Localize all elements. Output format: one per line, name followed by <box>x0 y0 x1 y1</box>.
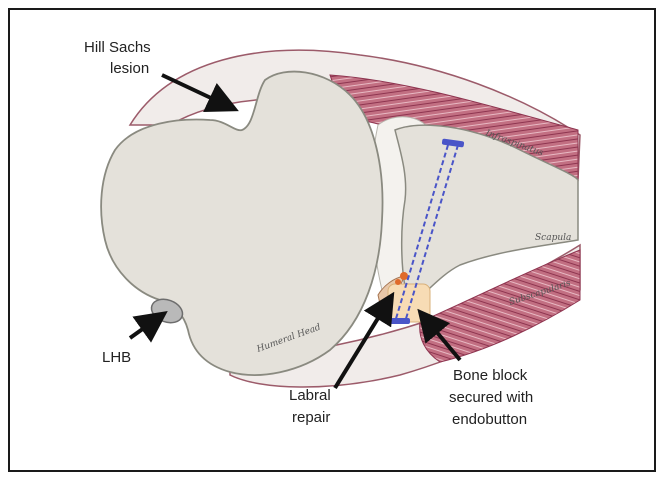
lhb-label: LHB <box>102 349 131 366</box>
subscapularis-muscle <box>419 249 581 363</box>
bone-block-label-line3: endobutton <box>452 411 527 428</box>
figure-frame <box>8 8 656 472</box>
endobutton-top <box>441 138 465 148</box>
bone-block-graft <box>387 283 431 323</box>
endobutton-bottom <box>390 318 410 324</box>
suture-anchor <box>400 272 408 280</box>
scapula-label: Scapula <box>535 233 571 243</box>
hill-sachs-label-line1: Hill Sachs <box>84 39 151 56</box>
humeral-head-bone <box>100 70 384 376</box>
suture-anchor-2 <box>395 279 401 285</box>
labral-repair-label-line1: Labral <box>289 387 331 404</box>
labral-repair-label-line2: repair <box>292 409 330 426</box>
endobutton-screw <box>394 144 459 323</box>
labral-repair-arrow <box>333 291 395 390</box>
bone-block-label-line2: secured with <box>449 389 533 406</box>
bone-block-label-line1: Bone block <box>453 367 528 384</box>
hill-sachs-arrow <box>161 73 239 112</box>
hill-sachs-label-line2: lesion <box>110 60 149 77</box>
lhb-arrow <box>128 311 168 343</box>
bone-block-arrow <box>417 308 462 362</box>
